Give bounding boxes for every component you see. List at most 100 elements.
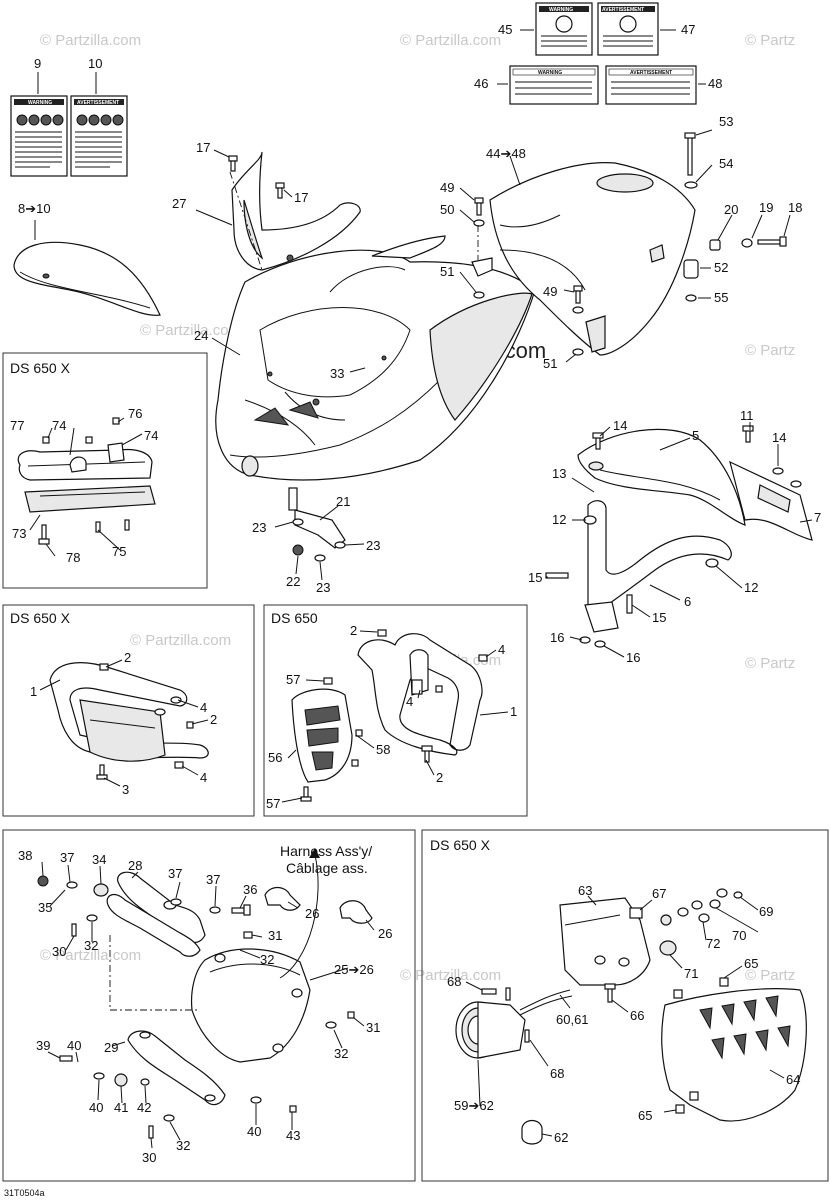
watermark: © Partz xyxy=(745,967,795,984)
callout: 38 xyxy=(18,848,32,863)
callout: 35 xyxy=(38,900,52,915)
callout: 72 xyxy=(706,936,720,951)
svg-text:WARNING: WARNING xyxy=(538,70,562,76)
callout: 26 xyxy=(305,906,319,921)
callout: 21 xyxy=(336,494,350,509)
callout: 40 xyxy=(89,1100,103,1115)
svg-text:AVERTISSEMENT: AVERTISSEMENT xyxy=(630,70,672,76)
callout: 47 xyxy=(681,22,695,37)
callout: 74 xyxy=(144,428,158,443)
callout: 53 xyxy=(719,114,733,129)
callout: 22 xyxy=(286,574,300,589)
callout: 55 xyxy=(714,290,728,305)
section-frame-ds650x-bottom xyxy=(421,829,829,1182)
callout: 70 xyxy=(732,928,746,943)
windshield-27 xyxy=(231,151,361,271)
callout: 2 xyxy=(350,623,357,638)
callout: 32 xyxy=(260,952,274,967)
fairing-strip xyxy=(371,235,446,259)
callout: 34 xyxy=(92,852,106,867)
callout: 11 xyxy=(740,408,754,423)
callout: 56 xyxy=(268,750,282,765)
callout: 57 xyxy=(286,672,300,687)
headlight-support-28 xyxy=(106,871,206,957)
callout: 64 xyxy=(786,1072,800,1087)
leader-lines xyxy=(29,129,813,1149)
callout: 4 xyxy=(200,770,207,785)
harness-arrow-head xyxy=(309,848,320,858)
callout: 23 xyxy=(252,520,266,535)
callout: 37 xyxy=(206,872,220,887)
callout: 14 xyxy=(613,418,627,433)
callout: 1 xyxy=(510,704,517,719)
section-frame-ds650x-mid xyxy=(2,604,255,817)
watermark: © Partzilla.com xyxy=(40,32,141,49)
washer-55 xyxy=(685,294,697,302)
callout: 33 xyxy=(330,366,344,381)
callout: 15 xyxy=(528,570,542,585)
callout: 32 xyxy=(176,1138,190,1153)
section-frame-ds650x-top xyxy=(2,352,208,589)
callout: 51 xyxy=(543,356,557,371)
callout: 4 xyxy=(200,700,207,715)
callout: 59➔62 xyxy=(454,1098,494,1113)
decal-48: AVERTISSEMENT xyxy=(605,65,697,105)
callout: 49 xyxy=(440,180,454,195)
callout: 9 xyxy=(34,56,41,71)
callout: 16 xyxy=(626,650,640,665)
callout: 68 xyxy=(550,1066,564,1081)
watermark: © Partzilla.com xyxy=(130,632,231,649)
callout-labels: 9 10 8➔10 17 17 27 24 33 44➔48 45 46 47 … xyxy=(10,22,821,1165)
callout: 14 xyxy=(772,430,786,445)
callout: 5 xyxy=(692,428,699,443)
callout: 1 xyxy=(30,684,37,699)
watermark: © Partzilla.com xyxy=(40,947,141,964)
callout: 26 xyxy=(378,926,392,941)
callout: 65 xyxy=(638,1108,652,1123)
section-frame-lower-left xyxy=(2,829,416,1182)
section-label: DS 650 X xyxy=(430,837,491,853)
callout: 4 xyxy=(406,694,413,709)
callout: 77 xyxy=(10,418,24,433)
callout: 7 xyxy=(814,510,821,525)
harness-label-line2: Câblage ass. xyxy=(286,860,368,876)
screw-68 xyxy=(481,988,497,995)
callout: 30 xyxy=(52,944,66,959)
callout: 23 xyxy=(316,580,330,595)
callout: 65 xyxy=(744,956,758,971)
skid-plate-64 xyxy=(661,977,807,1122)
callout: 76 xyxy=(128,406,142,421)
callout: 50 xyxy=(440,202,454,217)
callout: 48 xyxy=(708,76,722,91)
callout: 75 xyxy=(112,544,126,559)
watermarks: © Partzilla.com © Partzilla.com © Partz … xyxy=(40,32,795,984)
callout: 49 xyxy=(543,284,557,299)
skid-plate-56 xyxy=(291,677,363,802)
decal-10: AVERTISSEMENT xyxy=(70,95,128,177)
rear-grab-bar-assembly xyxy=(17,417,156,545)
bolt-53 xyxy=(684,132,696,176)
callout: 4 xyxy=(498,642,505,657)
callout: 58 xyxy=(376,742,390,757)
fender-bracket-6 xyxy=(545,425,802,648)
callout: 2 xyxy=(436,770,443,785)
seat-part xyxy=(13,241,161,316)
front-fender-5 xyxy=(577,428,746,526)
headlight-59 xyxy=(455,983,616,1059)
bulb-socket-26 xyxy=(264,886,373,924)
watermark: © Partzilla.com xyxy=(400,32,501,49)
callout: 45 xyxy=(498,22,512,37)
section-label: DS 650 X xyxy=(10,360,71,376)
svg-text:AVERTISSEMENT: AVERTISSEMENT xyxy=(77,100,119,106)
callout: 2 xyxy=(124,650,131,665)
callout: 31 xyxy=(268,928,282,943)
fasteners-63 xyxy=(659,888,743,956)
callout: 63 xyxy=(578,883,592,898)
callout: 78 xyxy=(66,550,80,565)
callout: 73 xyxy=(12,526,26,541)
callout: 6 xyxy=(684,594,691,609)
callout: 28 xyxy=(128,858,142,873)
bulb-62 xyxy=(521,1119,543,1145)
front-bumper-ds650 xyxy=(357,629,488,763)
